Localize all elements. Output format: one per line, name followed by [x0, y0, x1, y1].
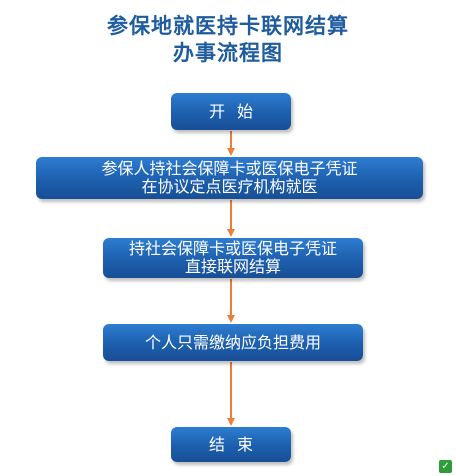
- start-node: 开始: [171, 93, 291, 130]
- step2-line2: 直接联网结算: [184, 257, 281, 276]
- step-direct-settlement: 持社会保障卡或医保电子凭证 直接联网结算: [103, 238, 363, 278]
- diagram-title: 参保地就医持卡联网结算: [107, 14, 349, 38]
- start-label: 开始: [208, 101, 265, 121]
- end-node: 结束: [171, 427, 291, 462]
- diagram-subtitle: 办事流程图: [173, 41, 283, 65]
- green-badge-icon: ✓: [439, 460, 452, 473]
- step-pay-own-share: 个人只需缴纳应负担费用: [103, 324, 363, 361]
- step1-line2: 在协议定点医疗机构就医: [141, 177, 318, 196]
- step1-line1: 参保人持社会保障卡或医保电子凭证: [101, 159, 358, 178]
- step3-label: 个人只需缴纳应负担费用: [144, 332, 321, 352]
- end-label: 结束: [208, 434, 265, 454]
- step-visit-hospital: 参保人持社会保障卡或医保电子凭证 在协议定点医疗机构就医: [36, 157, 423, 199]
- step2-line1: 持社会保障卡或医保电子凭证: [128, 239, 337, 258]
